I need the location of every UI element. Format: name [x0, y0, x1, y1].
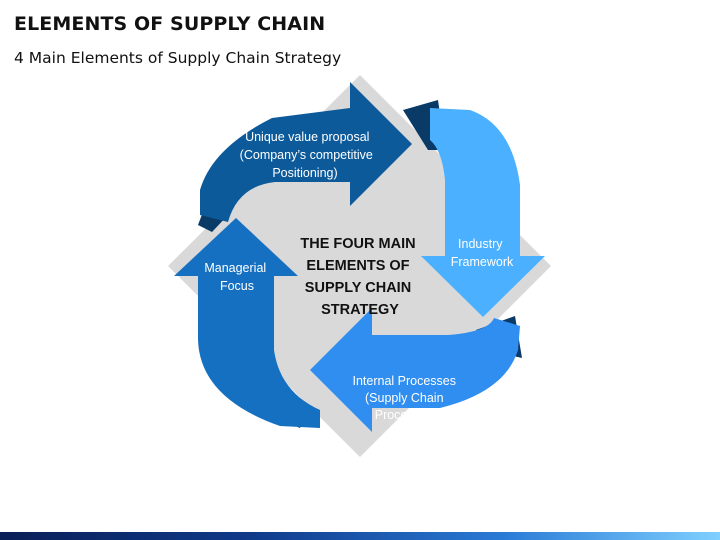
bottom-label-line: Internal Processes [352, 374, 456, 388]
bottom-label-line: (Supply Chain [365, 391, 444, 405]
right-label-line: Industry [458, 237, 503, 251]
left-label-line: Managerial [204, 261, 266, 275]
center-label: THE FOUR MAIN ELEMENTS OF SUPPLY CHAIN S… [300, 236, 419, 318]
right-element-label: Industry Framework [451, 237, 514, 269]
page-subtitle: 4 Main Elements of Supply Chain Strategy [14, 49, 342, 67]
left-label-line: Focus [220, 279, 254, 293]
top-label-line: Unique value proposal [245, 130, 369, 144]
top-label-line: Positioning) [272, 166, 337, 180]
center-label-line: ELEMENTS OF [306, 258, 409, 274]
left-arrow [174, 218, 320, 428]
top-arrow [200, 82, 412, 222]
bottom-arrow [310, 308, 520, 432]
left-element-label: Managerial Focus [204, 261, 269, 293]
center-label-line: SUPPLY CHAIN [305, 280, 411, 296]
center-label-line: STRATEGY [321, 302, 399, 318]
right-arrow [421, 108, 545, 317]
top-element-label: Unique value proposal (Company’s competi… [240, 130, 377, 180]
center-label-line: THE FOUR MAIN [300, 236, 415, 252]
bottom-label-line: Processes) [375, 408, 438, 422]
footer-gradient-bar [0, 532, 720, 540]
right-label-line: Framework [451, 255, 514, 269]
page-title: ELEMENTS OF SUPPLY CHAIN [14, 13, 326, 35]
top-label-line: (Company’s competitive [240, 148, 373, 162]
bottom-element-label: Internal Processes (Supply Chain Process… [352, 374, 459, 422]
